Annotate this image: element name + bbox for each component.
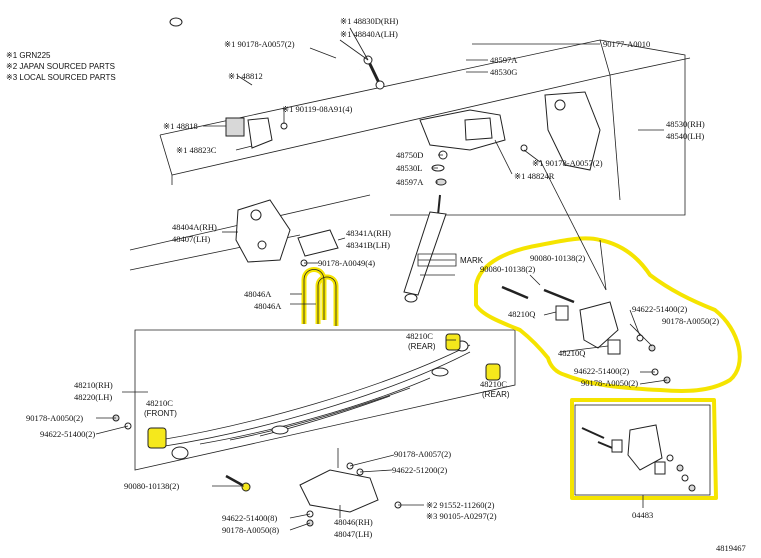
label-48046a-2: 48046A xyxy=(254,301,282,311)
bolt-90080-10138-bottom xyxy=(225,474,245,488)
label-90119-08a91: ※1 90119-08A91(4) xyxy=(282,104,352,114)
label-90178-a0050-l: 90178-A0050(2) xyxy=(26,413,83,423)
upper-shock-bracket xyxy=(419,109,528,186)
label-90080-10138-bottom: 90080-10138(2) xyxy=(124,481,179,491)
rear-shackle-assembly xyxy=(501,285,671,384)
label-90178-a0050-r: 90178-A0050(2) xyxy=(662,316,719,326)
label-48220-lh: 48220(LH) xyxy=(74,392,112,402)
label-90178-a0050-r2: 90178-A0050(2) xyxy=(581,378,638,388)
label-90178-a0057-top: ※1 90178-A0057(2) xyxy=(224,39,295,49)
label-48540-lh: 48540(LH) xyxy=(666,131,704,141)
label-94622-51400-r: 94622-51400(2) xyxy=(632,304,687,314)
label-48597a-mid: 48597A xyxy=(396,177,424,187)
rear-hanger-bracket xyxy=(544,91,601,171)
bump-stopper xyxy=(297,229,339,257)
label-48210q-a: 48210Q xyxy=(508,309,535,319)
note-local-sourced: ※3 LOCAL SOURCED PARTS xyxy=(6,73,116,82)
shock-absorber xyxy=(403,194,447,303)
label-90080-10138-a: 90080-10138(2) xyxy=(480,264,535,274)
label-48824r: ※1 48824R xyxy=(514,171,555,181)
label-kit-04483: 04483 xyxy=(632,510,653,520)
label-90178-a0057-bottom: 90178-A0057(2) xyxy=(394,449,451,459)
kit-box-04483 xyxy=(574,404,711,496)
note-japan-sourced: ※2 JAPAN SOURCED PARTS xyxy=(6,62,115,71)
bolt-head-90080-10138-bottom xyxy=(241,482,251,492)
label-90178-a0049: 90178-A0049(4) xyxy=(318,258,375,268)
highlight-outline-lower xyxy=(570,398,718,500)
stabilizer-link xyxy=(363,55,385,90)
label-48823c: ※1 48823C xyxy=(176,145,217,155)
rear-bushing-48210c-upper xyxy=(445,333,461,351)
label-48210q-b: 48210Q xyxy=(558,348,585,358)
label-48341b: 48341B(LH) xyxy=(346,240,390,250)
label-90178-a0050-bottom: 90178-A0050(8) xyxy=(222,525,279,535)
label-48404a: 48404A(RH) xyxy=(172,222,217,232)
label-48341a: 48341A(RH) xyxy=(346,228,391,238)
leaf-spring-box xyxy=(134,329,516,471)
label-48530l: 48530L xyxy=(396,163,422,173)
note-grn225: ※1 GRN225 xyxy=(6,51,51,60)
label-90080-10138-b: 90080-10138(2) xyxy=(530,253,585,263)
label-48407: 48407(LH) xyxy=(172,234,210,244)
stabilizer-bushing xyxy=(225,117,288,149)
label-94622-51400-l: 94622-51400(2) xyxy=(40,429,95,439)
label-48210c-rear-2: 48210C xyxy=(480,379,507,389)
leaf-spring xyxy=(159,340,471,460)
label-48530g: 48530G xyxy=(490,67,517,77)
figure-id: 4819467 xyxy=(716,543,746,553)
highlight-outline-upper xyxy=(474,236,742,393)
label-48047-lh: 48047(LH) xyxy=(334,529,372,539)
frame-rail xyxy=(129,39,691,271)
label-front: (FRONT) xyxy=(144,409,177,418)
label-48210c-rear-1: 48210C xyxy=(406,331,433,341)
label-48812: ※1 48812 xyxy=(228,71,263,81)
label-48818: ※1 48818 xyxy=(163,121,198,131)
label-91552-11260: ※2 91552-11260(2) xyxy=(426,500,495,510)
label-94622-51400-bottom: 94622-51400(8) xyxy=(222,513,277,523)
label-48530-rh: 48530(RH) xyxy=(666,119,705,129)
stabilizer-bar xyxy=(169,17,361,100)
u-bolt xyxy=(301,267,339,326)
label-48840a: ※1 48840A(LH) xyxy=(340,29,398,39)
leader-lines xyxy=(95,27,668,531)
spring-seat-48046 xyxy=(299,448,379,513)
label-90105-a0297: ※3 90105-A0297(2) xyxy=(426,511,497,521)
label-mark: MARK xyxy=(460,256,484,265)
label-48210-rh: 48210(RH) xyxy=(74,380,113,390)
label-48046-rh: 48046(RH) xyxy=(334,517,373,527)
label-90178-a0057-mid: ※1 90178-A0057(2) xyxy=(532,158,603,168)
label-48046a-1: 48046A xyxy=(244,289,272,299)
label-48210c-front: 48210C xyxy=(146,398,173,408)
front-bushing-48210c xyxy=(147,427,167,449)
label-48750d: 48750D xyxy=(396,150,423,160)
label-48597a-top: 48597A xyxy=(490,55,518,65)
label-94622-51200: 94622-51200(2) xyxy=(392,465,447,475)
label-rear-2: (REAR) xyxy=(482,390,510,399)
rear-bushing-48210c-lower xyxy=(485,363,501,381)
label-94622-51400-r2: 94622-51400(2) xyxy=(574,366,629,376)
label-rear-1: (REAR) xyxy=(408,342,436,351)
label-90177-a0010: 90177-A0010 xyxy=(603,39,650,49)
front-spring-hanger xyxy=(235,199,291,263)
label-48830d: ※1 48830D(RH) xyxy=(340,16,399,26)
